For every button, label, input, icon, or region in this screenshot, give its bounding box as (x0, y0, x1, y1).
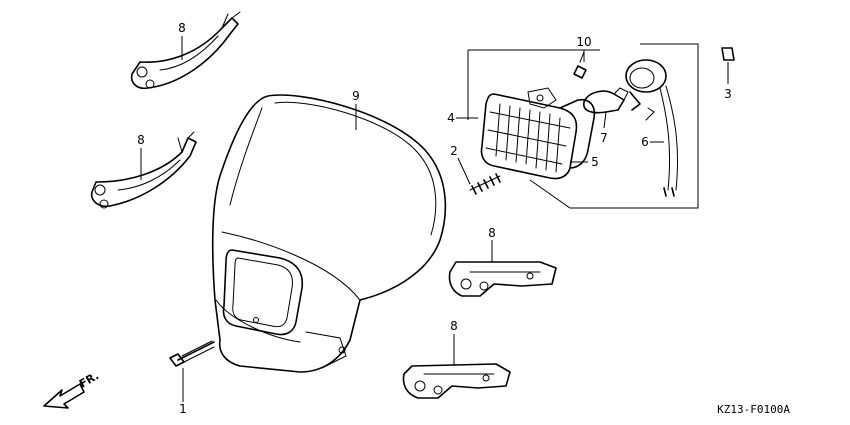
callout-1: 1 (179, 402, 187, 416)
callout-8-right-middle: 8 (488, 226, 496, 240)
callout-7: 7 (600, 131, 608, 145)
stay-part-8-right-bottom (402, 363, 511, 399)
callout-8-middle: 8 (137, 133, 145, 147)
bulb-part-7 (583, 87, 629, 129)
headlight-cover-part-9 (211, 94, 447, 373)
callout-3: 3 (724, 87, 732, 101)
stay-part-8-right-middle (448, 261, 557, 297)
stay-part-8-top (130, 11, 241, 90)
callout-2: 2 (450, 144, 458, 158)
diagram-reference-code: KZ13-F0100A (717, 403, 790, 416)
callout-8-top: 8 (178, 21, 186, 35)
stay-part-8-middle (90, 131, 197, 209)
leader-lines (140, 36, 664, 366)
callout-6: 6 (641, 135, 649, 149)
callout-4: 4 (447, 111, 455, 125)
callout-10: 10 (576, 35, 591, 49)
screw-part-10 (573, 51, 587, 79)
front-direction-label: FR. (77, 369, 101, 390)
callout-labels: 1 2 3 4 5 6 7 8 8 8 8 9 10 (137, 21, 732, 416)
clip-part-3 (721, 47, 735, 84)
callout-9: 9 (352, 89, 360, 103)
callout-5: 5 (591, 155, 599, 169)
front-direction-arrow: FR. (43, 369, 101, 409)
screw-part-1 (169, 340, 215, 402)
socket-part-6 (625, 59, 679, 197)
adjusting-spring-part-2 (457, 157, 501, 195)
callout-8-right-bottom: 8 (450, 319, 458, 333)
